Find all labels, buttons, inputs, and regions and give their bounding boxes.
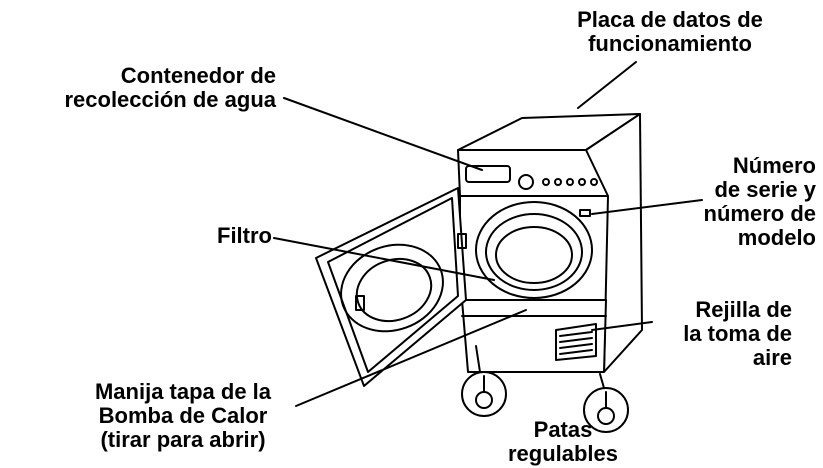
label-contenedor-agua: Contenedor de recolección de agua bbox=[64, 63, 276, 112]
dryer-side bbox=[585, 113, 643, 373]
label-numero-serie: Número de serie y número de modelo bbox=[703, 153, 816, 250]
serial-plate bbox=[579, 209, 591, 217]
leader-lines bbox=[273, 61, 703, 407]
label-rejilla-aire: Rejilla de la toma de aire bbox=[683, 297, 792, 370]
foot-detail-left bbox=[461, 371, 507, 417]
label-patas-regulables: Patas regulables bbox=[507, 417, 619, 466]
drum-opening bbox=[475, 201, 593, 299]
label-filtro: Filtro bbox=[217, 223, 272, 248]
label-manija-bomba: Manija tapa de la Bomba de Calor (tirar … bbox=[94, 379, 272, 452]
dryer-front bbox=[459, 195, 609, 301]
foot-detail-right bbox=[583, 387, 629, 433]
open-door bbox=[315, 187, 467, 387]
label-placa-datos: Placa de datos de funcionamiento bbox=[577, 7, 763, 56]
air-intake-grille bbox=[555, 323, 597, 361]
dial-knob bbox=[518, 174, 534, 190]
water-container-drawer bbox=[465, 165, 511, 183]
